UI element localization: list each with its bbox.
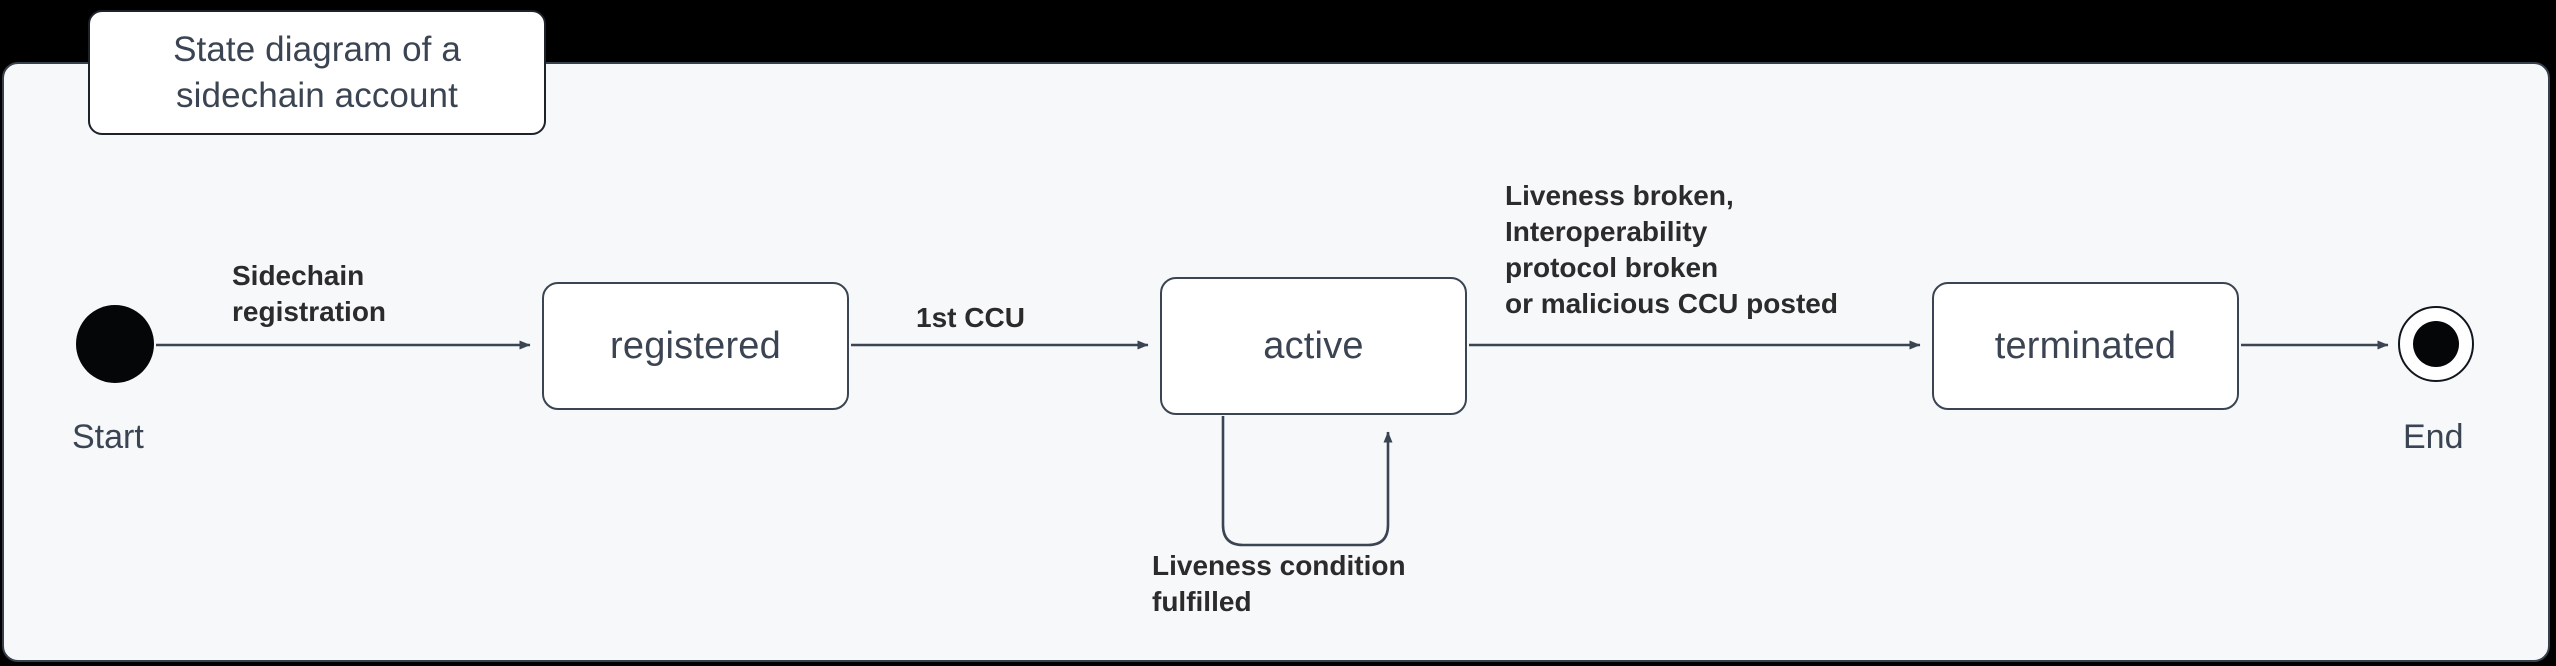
diagram-title-card: State diagram of a sidechain account xyxy=(88,10,546,135)
state-label-terminated: terminated xyxy=(1994,325,2177,367)
end-state-inner-dot xyxy=(2413,321,2459,367)
transition-label-liveness-condition-fulfilled: Liveness condition fulfilled xyxy=(1152,550,1406,617)
start-state-node[interactable] xyxy=(76,305,154,383)
state-label-active: active xyxy=(1263,325,1364,367)
state-label-registered: registered xyxy=(610,325,781,367)
state-node-registered[interactable]: registered xyxy=(542,282,849,410)
end-state-label: End xyxy=(2403,418,2464,456)
transition-label-first-ccu: 1st CCU xyxy=(916,302,1025,333)
transition-label-sidechain-registration: Sidechain registration xyxy=(232,260,387,327)
diagram-title-text: State diagram of a sidechain account xyxy=(173,29,461,115)
state-node-terminated[interactable]: terminated xyxy=(1932,282,2239,410)
state-node-active[interactable]: active xyxy=(1160,277,1467,415)
start-state-label: Start xyxy=(72,418,144,456)
end-state-node[interactable] xyxy=(2398,306,2474,382)
transition-label-liveness-broken: Liveness broken, Interoperability protoc… xyxy=(1505,180,1838,319)
